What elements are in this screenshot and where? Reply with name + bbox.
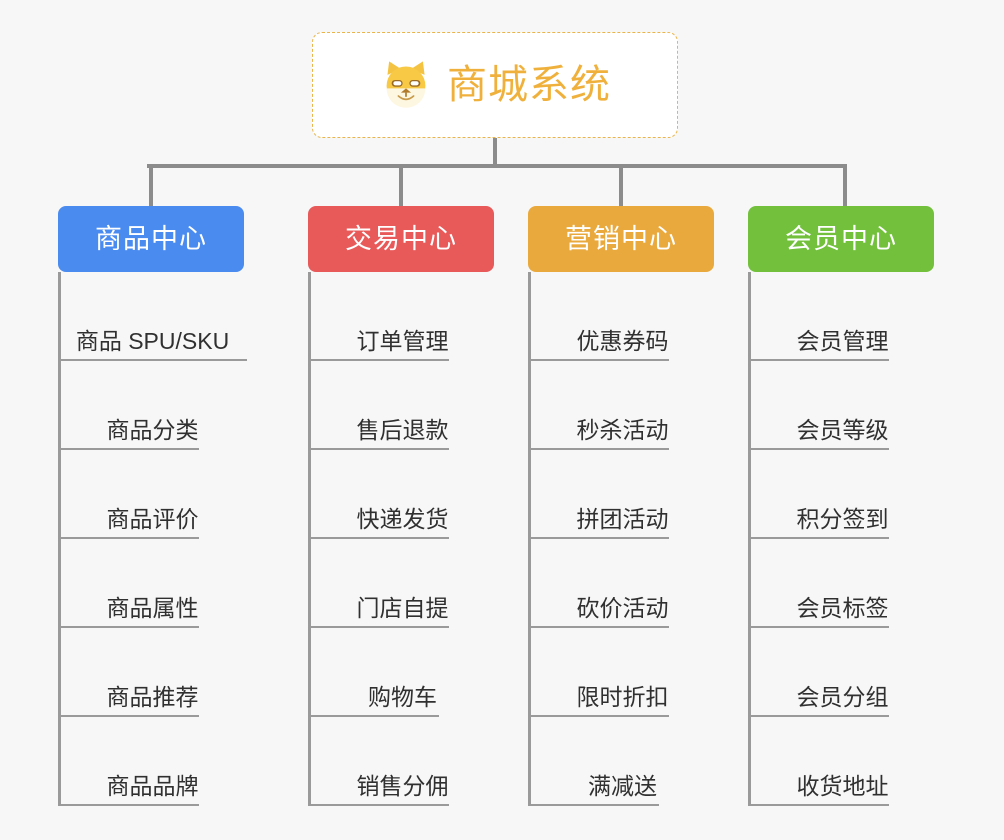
leaf-label: 满减送 [588,772,657,799]
branch-column-1: 商品中心 商品 SPU/SKU 商品分类 商品评价 商品属性 商品推荐 商品品牌 [58,206,247,806]
category-label-3: 营销中心 [565,223,677,254]
list-item[interactable]: 快递发货 [311,450,494,539]
leaf-label: 售后退款 [356,416,449,443]
list-item[interactable]: 会员分组 [751,628,934,717]
list-item[interactable]: 拼团活动 [531,450,714,539]
category-header-4[interactable]: 会员中心 [748,206,934,272]
leaf-list-2: 订单管理 售后退款 快递发货 门店自提 购物车 销售分佣 [308,272,494,806]
list-item[interactable]: 商品推荐 [61,628,244,717]
leaf-list-3: 优惠券码 秒杀活动 拼团活动 砍价活动 限时折扣 满减送 [528,272,714,806]
list-item[interactable]: 商品品牌 [61,717,244,806]
list-item[interactable]: 商品评价 [61,450,244,539]
category-header-2[interactable]: 交易中心 [308,206,494,272]
category-label-2: 交易中心 [345,223,457,254]
leaf-label: 拼团活动 [576,505,669,532]
list-item[interactable]: 购物车 [311,628,494,717]
list-item[interactable]: 满减送 [531,717,714,806]
list-item[interactable]: 会员管理 [751,272,934,361]
leaf-label: 会员管理 [796,327,889,354]
leaf-label: 会员等级 [796,416,889,443]
leaf-label: 砍价活动 [576,594,669,621]
category-header-3[interactable]: 营销中心 [528,206,714,272]
list-item[interactable]: 门店自提 [311,539,494,628]
list-item[interactable]: 销售分佣 [311,717,494,806]
list-item[interactable]: 商品分类 [61,361,244,450]
branch-column-2: 交易中心 订单管理 售后退款 快递发货 门店自提 购物车 销售分佣 [308,206,494,806]
leaf-label: 限时折扣 [576,683,669,710]
branch-column-3: 营销中心 优惠券码 秒杀活动 拼团活动 砍价活动 限时折扣 满减送 [528,206,714,806]
leaf-label: 收货地址 [796,772,889,799]
leaf-label: 会员标签 [796,594,889,621]
connector-drop-1 [149,164,153,206]
list-item[interactable]: 订单管理 [311,272,494,361]
leaf-label: 秒杀活动 [576,416,669,443]
category-label-4: 会员中心 [785,223,897,254]
list-item[interactable]: 售后退款 [311,361,494,450]
connector-drop-3 [619,164,623,206]
list-item[interactable]: 会员等级 [751,361,934,450]
leaf-label: 门店自提 [356,594,449,621]
list-item[interactable]: 秒杀活动 [531,361,714,450]
connector-horizontal-bus [147,164,847,168]
leaf-label: 商品 SPU/SKU [75,327,230,354]
connector-drop-2 [399,164,403,206]
connector-drop-4 [843,164,847,206]
category-label-1: 商品中心 [95,223,207,254]
list-item[interactable]: 优惠券码 [531,272,714,361]
leaf-label: 优惠券码 [576,327,669,354]
root-node-shop-system[interactable]: 商城系统 [312,32,678,138]
leaf-list-1: 商品 SPU/SKU 商品分类 商品评价 商品属性 商品推荐 商品品牌 [58,272,247,806]
category-header-1[interactable]: 商品中心 [58,206,244,272]
branch-column-4: 会员中心 会员管理 会员等级 积分签到 会员标签 会员分组 收货地址 [748,206,934,806]
leaf-label: 商品属性 [106,594,199,621]
shiba-dog-face-icon [386,61,426,108]
list-item[interactable]: 商品属性 [61,539,244,628]
leaf-label: 商品推荐 [106,683,199,710]
list-item[interactable]: 会员标签 [751,539,934,628]
leaf-list-4: 会员管理 会员等级 积分签到 会员标签 会员分组 收货地址 [748,272,934,806]
leaf-label: 购物车 [368,683,437,710]
leaf-label: 会员分组 [796,683,889,710]
list-item[interactable]: 积分签到 [751,450,934,539]
leaf-label: 积分签到 [796,505,889,532]
leaf-label: 商品品牌 [106,772,199,799]
leaf-label: 订单管理 [356,327,449,354]
leaf-label: 商品评价 [106,505,199,532]
leaf-label: 快递发货 [356,505,449,532]
leaf-label: 商品分类 [106,416,199,443]
list-item[interactable]: 收货地址 [751,717,934,806]
list-item[interactable]: 商品 SPU/SKU [61,272,247,361]
list-item[interactable]: 砍价活动 [531,539,714,628]
list-item[interactable]: 限时折扣 [531,628,714,717]
leaf-label: 销售分佣 [356,772,449,799]
root-title: 商城系统 [447,63,611,107]
connector-root-stem [493,138,497,166]
